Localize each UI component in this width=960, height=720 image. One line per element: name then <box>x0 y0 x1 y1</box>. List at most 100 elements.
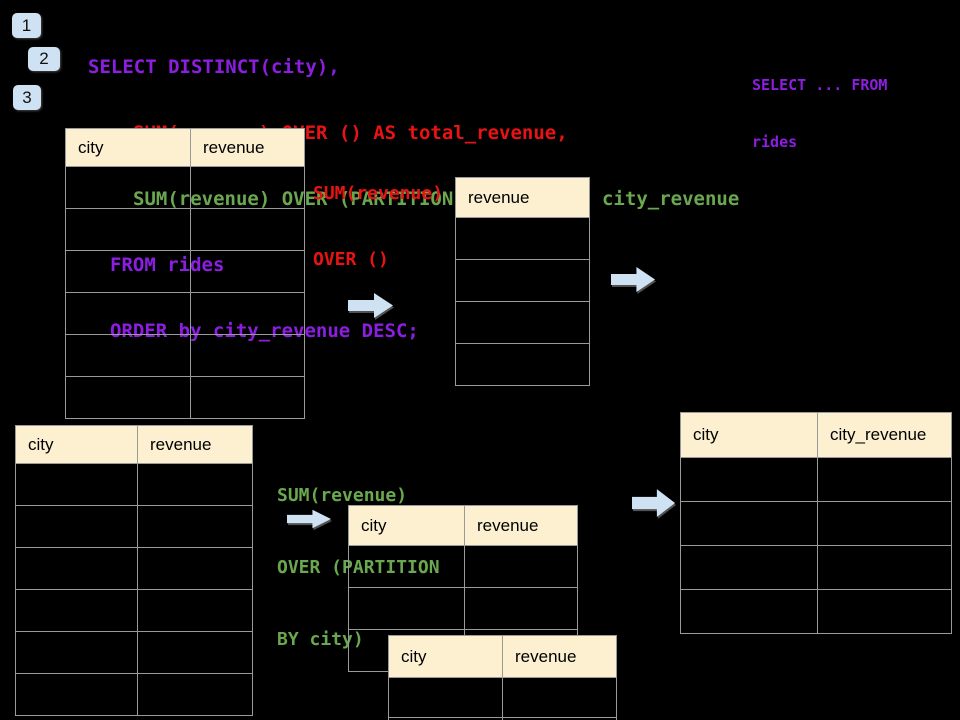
empty-cell <box>190 166 305 209</box>
empty-row <box>455 217 590 260</box>
empty-cell <box>817 457 952 502</box>
empty-cell <box>15 589 138 632</box>
empty-cell <box>65 208 191 251</box>
empty-row <box>388 717 617 720</box>
right-arrow-icon <box>348 293 393 318</box>
step-badge-2: 2 <box>28 47 60 71</box>
column-header: revenue <box>137 425 253 464</box>
empty-cell <box>65 334 191 377</box>
table-total-revenue-result: revenue <box>455 177 590 386</box>
empty-cell <box>15 547 138 590</box>
empty-row <box>15 463 253 506</box>
empty-cell <box>15 631 138 674</box>
empty-cell <box>190 208 305 251</box>
empty-row <box>65 250 305 293</box>
empty-row <box>680 545 952 590</box>
empty-cell <box>65 292 191 335</box>
empty-row <box>15 505 253 548</box>
empty-cell <box>137 673 253 716</box>
empty-row <box>680 457 952 502</box>
empty-cell <box>137 631 253 674</box>
empty-row <box>388 677 617 718</box>
empty-cell <box>455 301 590 344</box>
empty-cell <box>388 677 503 718</box>
column-header: city <box>65 128 191 167</box>
empty-cell <box>680 501 818 546</box>
right-arrow-icon <box>287 509 332 529</box>
empty-cell <box>15 505 138 548</box>
empty-row <box>65 166 305 209</box>
empty-row <box>455 259 590 302</box>
empty-cell <box>817 545 952 590</box>
empty-cell <box>455 259 590 302</box>
side-note-select-from-rides: SELECT ... FROM rides <box>752 38 887 190</box>
empty-row <box>15 673 253 716</box>
empty-row <box>455 343 590 386</box>
step-badge-label: 2 <box>39 49 49 68</box>
step-badge-3: 3 <box>13 85 41 110</box>
empty-cell <box>455 343 590 386</box>
step-badge-1: 1 <box>12 13 41 38</box>
column-header: city <box>680 412 818 458</box>
empty-row <box>65 208 305 251</box>
column-header: city <box>388 635 503 678</box>
empty-row <box>15 589 253 632</box>
empty-cell <box>680 545 818 590</box>
empty-cell <box>464 545 578 588</box>
label-line: SUM(revenue) <box>277 485 408 506</box>
empty-row <box>348 545 578 588</box>
empty-cell <box>15 463 138 506</box>
right-arrow-icon <box>632 489 676 517</box>
empty-cell <box>190 334 305 377</box>
empty-cell <box>65 166 191 209</box>
empty-row <box>65 292 305 335</box>
empty-row <box>15 631 253 674</box>
header-row: revenue <box>455 177 590 218</box>
column-header: revenue <box>190 128 305 167</box>
empty-cell <box>680 589 818 634</box>
column-header: city <box>15 425 138 464</box>
empty-cell <box>15 673 138 716</box>
column-header: city <box>348 505 465 546</box>
empty-row <box>348 587 578 630</box>
empty-cell <box>190 250 305 293</box>
empty-cell <box>190 376 305 419</box>
empty-row <box>15 547 253 590</box>
empty-cell <box>348 587 465 630</box>
label-line: SUM(revenue) <box>313 183 444 204</box>
column-header: revenue <box>455 177 590 218</box>
side-note-line: rides <box>752 133 798 151</box>
step-badge-label: 3 <box>22 87 32 107</box>
column-header: revenue <box>502 635 617 678</box>
total-window-function-label: SUM(revenue) OVER () <box>313 139 443 315</box>
empty-cell <box>65 376 191 419</box>
step-badge-label: 1 <box>21 15 32 35</box>
right-arrow-icon <box>611 267 656 292</box>
empty-cell <box>817 501 952 546</box>
empty-cell <box>464 587 578 630</box>
empty-cell <box>817 589 952 634</box>
empty-cell <box>65 250 191 293</box>
empty-cell <box>137 547 253 590</box>
empty-cell <box>190 292 305 335</box>
empty-cell <box>137 505 253 548</box>
empty-cell <box>137 463 253 506</box>
empty-row <box>65 376 305 419</box>
empty-cell <box>502 717 617 720</box>
label-line: OVER () <box>313 249 389 270</box>
empty-row <box>455 301 590 344</box>
empty-cell <box>137 589 253 632</box>
empty-cell <box>455 217 590 260</box>
column-header: revenue <box>464 505 578 546</box>
empty-cell <box>348 545 465 588</box>
